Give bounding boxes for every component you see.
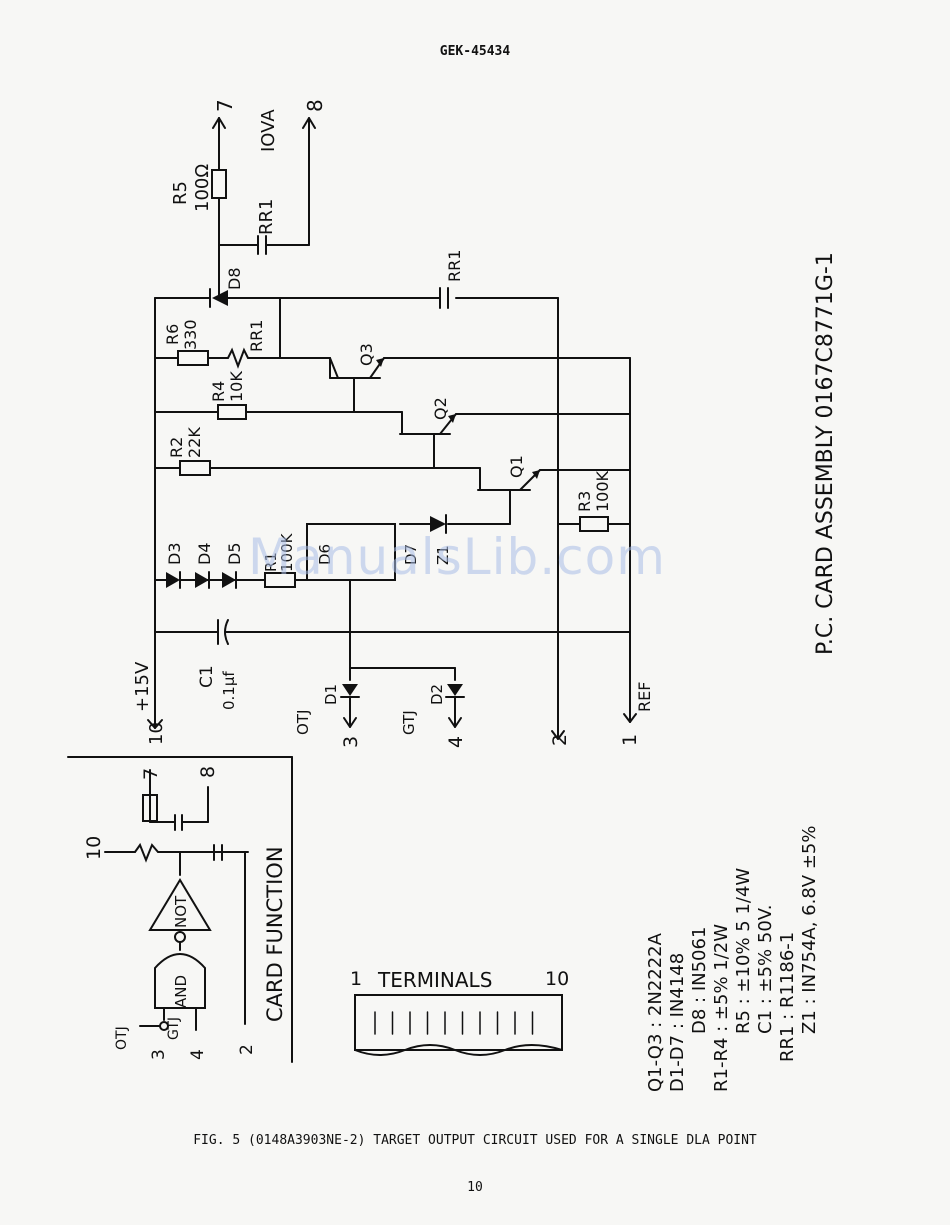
otj-label-d1: OTJ bbox=[294, 710, 312, 735]
transistor-q2-symbol bbox=[399, 411, 631, 469]
r5-label: R5 bbox=[170, 181, 191, 205]
not-gate-symbol bbox=[148, 878, 212, 931]
resistor-r2-symbol bbox=[179, 460, 211, 476]
r1-value: 100K bbox=[278, 532, 296, 572]
terminal-2-arrow bbox=[551, 730, 559, 740]
r1-label: R1 bbox=[262, 552, 280, 572]
resistor-r6-symbol bbox=[177, 350, 209, 366]
q2-label: Q2 bbox=[431, 397, 450, 420]
cf-terminal-2-label: 2 bbox=[237, 1044, 257, 1055]
q3-label: Q3 bbox=[357, 343, 376, 366]
d4-label: D4 bbox=[195, 543, 214, 566]
terminal-7-label: 7 bbox=[213, 99, 237, 112]
d5-label: D5 bbox=[225, 543, 244, 566]
figure-caption: FIG. 5 (0148A3903NE-2) TARGET OUTPUT CIR… bbox=[193, 1133, 757, 1148]
d6-label: D6 bbox=[316, 544, 334, 565]
diode-d1-symbol bbox=[340, 684, 360, 698]
transistor-q3-symbol bbox=[329, 357, 631, 413]
cf-terminal-10-label: 10 bbox=[83, 836, 105, 860]
card-function-label: CARD FUNCTION bbox=[263, 846, 287, 1022]
resistor-r1-symbol bbox=[264, 572, 296, 588]
watermark: ManualsLib.com bbox=[248, 528, 666, 586]
component-notes: Q1-Q3 : 2N2222A D1-D7 : IN4148 D8 : IN50… bbox=[645, 826, 820, 1092]
gtj-label-d2: GTJ bbox=[400, 710, 418, 735]
terminal-4-label: 4 bbox=[445, 736, 467, 748]
d1-label: D1 bbox=[322, 684, 340, 705]
transistor-q1-symbol bbox=[477, 467, 631, 525]
resistor-r4-symbol bbox=[217, 404, 247, 420]
r6-label: R6 bbox=[163, 324, 182, 345]
d8-label: D8 bbox=[225, 268, 244, 291]
cf-gtj-label: GTJ bbox=[166, 1017, 182, 1040]
d2-label: D2 bbox=[428, 684, 446, 705]
c1-value: 0.1μf bbox=[220, 671, 238, 710]
iova-label: IOVA bbox=[258, 109, 279, 152]
cf-otj-label: OTJ bbox=[114, 1026, 130, 1050]
cf-terminal-3-label: 3 bbox=[149, 1049, 169, 1060]
cf-terminal-8-label: 8 bbox=[197, 766, 219, 778]
diode-d4-symbol bbox=[195, 571, 210, 589]
c1-label: C1 bbox=[197, 665, 217, 688]
cf-terminal-4-label: 4 bbox=[188, 1049, 208, 1060]
rr1-zigzag bbox=[207, 347, 331, 369]
assembly-title: P.C. CARD ASSEMBLY 0167C8771G-1 bbox=[813, 252, 838, 655]
terminal-8-label: 8 bbox=[303, 99, 327, 112]
r2-label: R2 bbox=[167, 437, 186, 458]
terminal-strip-pins bbox=[374, 1011, 534, 1035]
terminal-3-label: 3 bbox=[340, 736, 362, 748]
note-line-8: Z1 : IN754A, 6.8V ±5% bbox=[799, 826, 820, 1034]
ref-label: REF bbox=[635, 682, 654, 712]
and-gate-label: AND bbox=[172, 975, 190, 1008]
rr1-label-top: RR1 bbox=[256, 199, 277, 235]
note-line-7: RR1 : R1186-1 bbox=[777, 932, 798, 1062]
d3-label: D3 bbox=[165, 543, 184, 566]
r6-value: 330 bbox=[181, 319, 200, 350]
terminal-1-label: 1 bbox=[619, 734, 641, 746]
r2-value: 22K bbox=[185, 427, 204, 458]
page-number: 10 bbox=[467, 1180, 483, 1195]
r3-value: 100K bbox=[593, 470, 612, 512]
resistor-r5-symbol bbox=[211, 169, 227, 199]
cf-terminal-7-label: 7 bbox=[140, 768, 162, 780]
r5-value: 100Ω bbox=[192, 164, 213, 212]
terminal-10-label: 10 bbox=[146, 722, 167, 745]
note-line-4: R1-R4 : ±5% 1/2W bbox=[711, 924, 732, 1092]
diode-d2-symbol bbox=[445, 684, 465, 698]
diode-d5-symbol bbox=[222, 571, 237, 589]
not-gate-label: NOT bbox=[172, 895, 190, 928]
zener-z1-symbol bbox=[430, 514, 447, 534]
terminal-strip-label: TERMINALS bbox=[377, 968, 492, 992]
terminal-2-label: 2 bbox=[549, 734, 571, 746]
and-gate-symbol bbox=[154, 953, 206, 1009]
r3-label: R3 bbox=[575, 491, 594, 512]
card-function-box bbox=[67, 756, 293, 1063]
q1-label: Q1 bbox=[507, 455, 526, 478]
r4-label: R4 bbox=[209, 381, 228, 402]
terminal-strip-right: 10 bbox=[545, 968, 569, 990]
terminal-strip-left: 1 bbox=[350, 968, 362, 990]
z1-label: Z1 bbox=[434, 545, 452, 565]
diode-d3-symbol bbox=[166, 571, 181, 589]
note-line-5: R5 : ±10% 5 1/4W bbox=[733, 868, 754, 1034]
plus15-rail bbox=[147, 297, 163, 729]
r4-value: 10K bbox=[227, 371, 246, 402]
note-line-1: Q1-Q3 : 2N2222A bbox=[645, 932, 666, 1092]
note-line-3: D8 : IN5061 bbox=[689, 927, 710, 1034]
d7-label: D7 bbox=[402, 544, 420, 565]
terminal-strip bbox=[354, 994, 563, 1056]
plus15-label: +15V bbox=[132, 661, 153, 712]
rr1-label-cap: RR1 bbox=[445, 250, 464, 282]
rr1-label-mid: RR1 bbox=[247, 320, 266, 352]
note-line-2: D1-D7 : IN4148 bbox=[667, 953, 688, 1092]
document-id: GEK-45434 bbox=[439, 44, 511, 59]
note-line-6: C1 : ±5% 50V. bbox=[755, 904, 776, 1034]
